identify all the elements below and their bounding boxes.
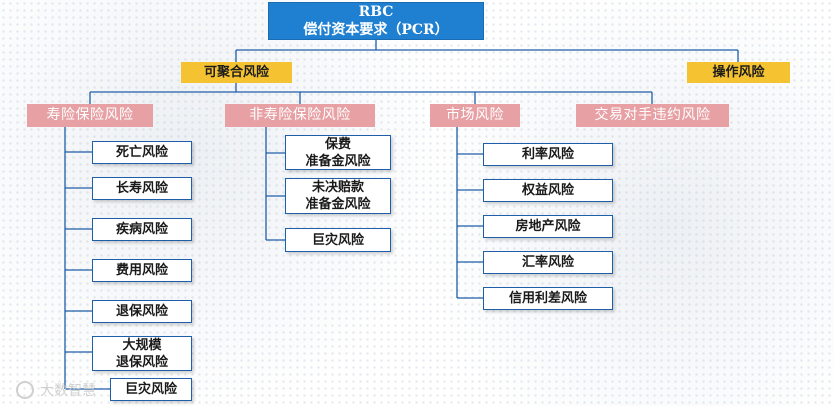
life-item-morbidity: 疾病风险 <box>92 218 192 241</box>
life-item-mass-lapse: 大规模 退保风险 <box>92 336 192 371</box>
root-node-rbc-pcr: RBC 偿付资本要求（PCR） <box>268 2 484 40</box>
category-nonlife-insurance-risk: 非寿险保险风险 <box>225 104 375 127</box>
root-title: RBC <box>358 4 394 20</box>
group-aggregatable-risk: 可聚合风险 <box>181 62 292 83</box>
nonlife-item-catastrophe: 巨灾风险 <box>285 228 391 252</box>
life-item-lapse: 退保风险 <box>92 300 192 323</box>
group-operational-risk: 操作风险 <box>687 62 790 83</box>
life-item-expense: 费用风险 <box>92 259 192 282</box>
market-item-interest-rate: 利率风险 <box>483 143 613 166</box>
nonlife-item-premium-reserve: 保费 准备金风险 <box>285 135 391 170</box>
watermark-logo-icon <box>16 381 34 399</box>
life-item-mortality: 死亡风险 <box>92 141 192 164</box>
category-market-risk: 市场风险 <box>430 104 520 127</box>
market-item-real-estate: 房地产风险 <box>483 215 613 238</box>
life-item-catastrophe: 巨灾风险 <box>110 378 192 401</box>
market-item-equity: 权益风险 <box>483 179 613 202</box>
life-item-longevity: 长寿风险 <box>92 177 192 200</box>
root-subtitle: 偿付资本要求（PCR） <box>303 22 449 38</box>
category-life-insurance-risk: 寿险保险风险 <box>27 104 153 127</box>
nonlife-item-claims-reserve: 未决赔款 准备金风险 <box>285 178 391 214</box>
watermark: 大数智慧 <box>16 380 96 400</box>
market-item-credit-spread: 信用利差风险 <box>483 287 613 310</box>
market-item-currency: 汇率风险 <box>483 251 613 274</box>
category-counterparty-default-risk: 交易对手违约风险 <box>576 104 729 127</box>
watermark-text: 大数智慧 <box>40 383 96 399</box>
